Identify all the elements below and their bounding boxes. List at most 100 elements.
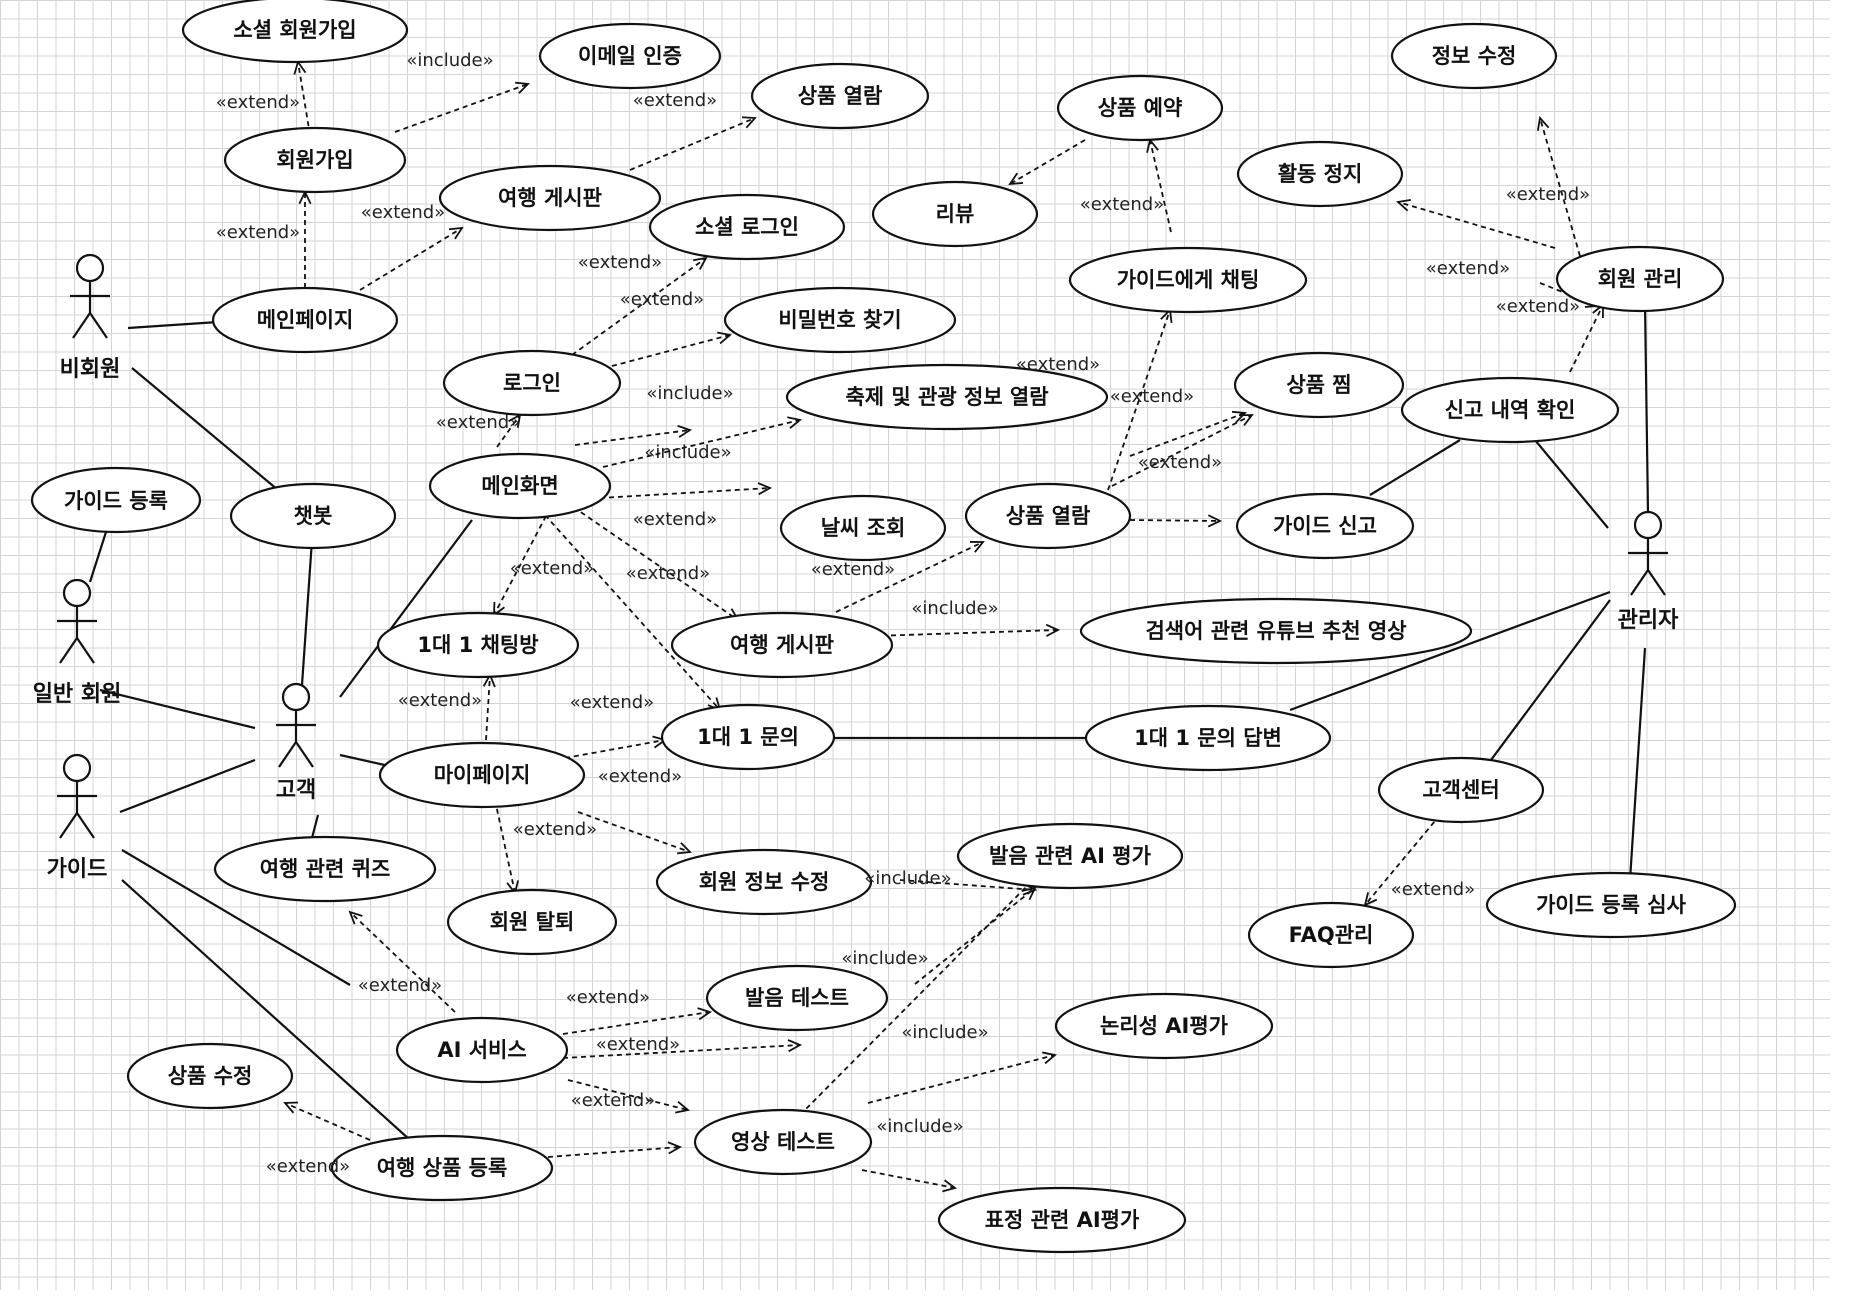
use-case-label: 가이드 등록 심사 <box>1536 893 1687 917</box>
stereotype-extend: «extend» <box>358 975 442 996</box>
dependencies <box>283 59 1604 1193</box>
use-case-ellipse <box>648 193 846 261</box>
use-case-ellipse <box>229 482 397 550</box>
use-case-manage-members[interactable]: 회원 관리 <box>1555 245 1725 313</box>
use-case-chatbot[interactable]: 챗봇 <box>229 482 397 550</box>
use-case-social-login[interactable]: 소셜 로그인 <box>648 193 846 261</box>
stereotype-include: «include» <box>876 1116 963 1137</box>
use-case-inquiry-answer[interactable]: 1대 1 문의 답변 <box>1084 704 1332 772</box>
use-case-review[interactable]: 리뷰 <box>871 180 1039 248</box>
use-case-ai-service[interactable]: AI 서비스 <box>395 1016 569 1084</box>
use-case-signup[interactable]: 회원가입 <box>223 126 407 194</box>
dependency-arrow <box>1111 414 1254 487</box>
use-case-product-view1[interactable]: 상품 열람 <box>750 62 930 130</box>
actor-nonmember[interactable]: 비회원 <box>60 253 121 382</box>
use-case-social-signup[interactable]: 소셜 회원가입 <box>181 0 409 64</box>
use-case-ellipse <box>1236 140 1404 208</box>
dependency-arrow <box>914 886 1037 985</box>
use-case-support[interactable]: 고객센터 <box>1377 756 1545 824</box>
use-case-label: 정보 수정 <box>1432 44 1517 68</box>
use-case-inquiry[interactable]: 1대 1 문의 <box>660 703 836 771</box>
use-case-ellipse <box>956 822 1184 890</box>
stereotype-extend: «extend» <box>596 1034 680 1055</box>
use-case-login[interactable]: 로그인 <box>442 349 622 417</box>
use-case-register-product[interactable]: 여행 상품 등록 <box>330 1134 554 1202</box>
dependency-arrow <box>599 482 773 499</box>
use-case-label: 소셜 로그인 <box>695 215 799 239</box>
use-case-mypage[interactable]: 마이페이지 <box>378 741 586 809</box>
use-case-product-view2[interactable]: 상품 열람 <box>964 482 1132 550</box>
use-case-wish[interactable]: 상품 찜 <box>1233 351 1405 419</box>
use-case-expr-eval[interactable]: 표정 관련 AI평가 <box>937 1186 1187 1254</box>
use-case-label: 이메일 인증 <box>578 44 682 68</box>
use-case-withdraw[interactable]: 회원 탈퇴 <box>446 888 618 956</box>
actor-guide[interactable]: 가이드 <box>47 753 108 882</box>
use-case-logic-eval[interactable]: 논리성 AI평가 <box>1054 992 1274 1060</box>
use-case-edit-product[interactable]: 상품 수정 <box>126 1042 294 1110</box>
use-case-ellipse <box>1485 871 1737 939</box>
use-case-reserve[interactable]: 상품 예약 <box>1056 74 1224 142</box>
dependency-arrow <box>602 416 803 468</box>
actor-member[interactable]: 일반 회원 <box>33 578 122 707</box>
use-case-edit-info[interactable]: 정보 수정 <box>1390 22 1558 90</box>
actor-admin-label: 관리자 <box>1618 608 1679 633</box>
dependency-arrow <box>1129 514 1223 528</box>
use-case-pron-test[interactable]: 발음 테스트 <box>705 964 889 1032</box>
use-case-label: 상품 찜 <box>1286 373 1351 397</box>
use-case-main-page[interactable]: 메인페이지 <box>211 286 399 354</box>
actor-customer[interactable]: 고객 <box>276 682 316 803</box>
dependency-arrow <box>567 1079 691 1114</box>
use-case-ellipse <box>330 1134 554 1202</box>
use-case-weather[interactable]: 날씨 조회 <box>779 494 947 562</box>
use-case-chat-guide[interactable]: 가이드에게 채팅 <box>1068 246 1308 314</box>
use-case-ellipse <box>1233 351 1405 419</box>
stereotype-extend: «extend» <box>1080 194 1164 215</box>
use-case-quiz[interactable]: 여행 관련 퀴즈 <box>213 835 437 903</box>
use-case-label: 회원 관리 <box>1598 267 1683 291</box>
use-case-edit-member[interactable]: 회원 정보 수정 <box>655 848 873 916</box>
use-case-board1[interactable]: 여행 게시판 <box>438 164 662 232</box>
use-case-find-pw[interactable]: 비밀번호 찾기 <box>723 286 957 354</box>
use-case-label: 축제 및 관광 정보 열람 <box>845 385 1048 409</box>
dependency-arrow <box>564 735 668 759</box>
use-case-pron-eval[interactable]: 발음 관련 AI 평가 <box>956 822 1184 890</box>
use-case-label: 회원 탈퇴 <box>490 910 575 934</box>
use-case-chatroom[interactable]: 1대 1 채팅방 <box>376 611 580 679</box>
stereotype-extend: «extend» <box>626 563 710 584</box>
use-case-label: 비밀번호 찾기 <box>778 308 901 332</box>
use-case-reports[interactable]: 신고 내역 확인 <box>1400 376 1620 444</box>
use-case-label: 검색어 관련 유튜브 추천 영상 <box>1145 619 1406 643</box>
use-case-video-test[interactable]: 영상 테스트 <box>693 1108 873 1176</box>
use-case-ellipse <box>750 62 930 130</box>
use-case-youtube[interactable]: 검색어 관련 유튜브 추천 영상 <box>1079 597 1473 665</box>
use-case-ellipse <box>937 1186 1187 1254</box>
use-case-label: 상품 열람 <box>1006 504 1091 528</box>
actor-customer-label: 고객 <box>276 778 316 803</box>
stereotype-extend: «extend» <box>216 92 300 113</box>
stereotype-include: «include» <box>841 948 928 969</box>
use-case-board2[interactable]: 여행 게시판 <box>670 611 894 679</box>
use-case-email-verify[interactable]: 이메일 인증 <box>538 22 722 90</box>
stereotype-extend: «extend» <box>1391 879 1475 900</box>
use-case-label: 1대 1 문의 답변 <box>1134 726 1282 750</box>
use-case-guide-review[interactable]: 가이드 등록 심사 <box>1485 871 1737 939</box>
stereotype-include: «include» <box>901 1022 988 1043</box>
stereotype-extend: «extend» <box>510 558 594 579</box>
use-case-main-screen[interactable]: 메인화면 <box>428 452 612 520</box>
actor-admin[interactable]: 관리자 <box>1618 510 1679 633</box>
use-case-ellipse <box>723 286 957 354</box>
stereotype-extend: «extend» <box>570 692 654 713</box>
use-case-report-guide[interactable]: 가이드 신고 <box>1235 492 1415 560</box>
use-case-ellipse <box>1068 246 1308 314</box>
use-case-label: 리뷰 <box>936 202 975 226</box>
dependency-arrow <box>867 1051 1058 1104</box>
use-case-faq[interactable]: FAQ관리 <box>1247 901 1415 969</box>
use-case-ellipse <box>1377 756 1545 824</box>
use-case-ellipse <box>1247 901 1415 969</box>
use-case-suspend[interactable]: 활동 정지 <box>1236 140 1404 208</box>
use-case-label: 로그인 <box>503 371 561 395</box>
use-case-festival[interactable]: 축제 및 관광 정보 열람 <box>785 363 1109 431</box>
stereotype-extend: «extend» <box>1110 386 1194 407</box>
stereotype-extend: «extend» <box>513 819 597 840</box>
